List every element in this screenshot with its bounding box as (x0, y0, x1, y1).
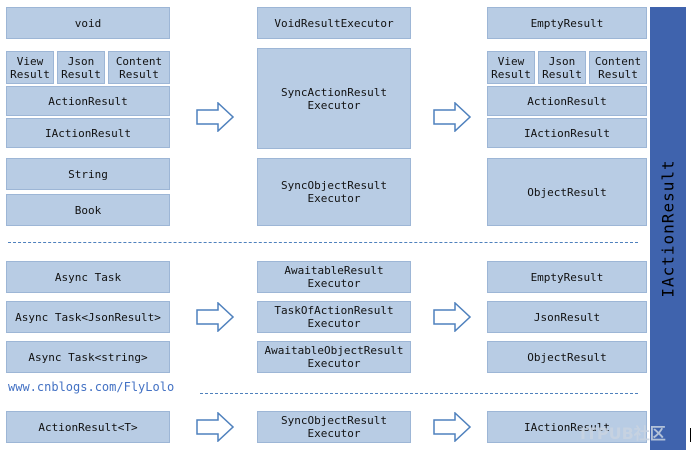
text-cursor (690, 428, 691, 442)
mid-sync-object-executor-box: SyncObjectResult Executor (257, 158, 411, 226)
blog-url-text: www.cnblogs.com/FlyLolo (8, 380, 175, 394)
watermark: ITPUB社区 (580, 424, 666, 443)
arrow-right-icon (196, 102, 234, 132)
iaction-result-sidebar: IActionResult (650, 7, 686, 450)
mid-awaitable-executor-box: AwaitableResult Executor (257, 261, 411, 293)
left-content-result-box: Content Result (108, 51, 170, 84)
right-empty-result-2-box: EmptyResult (487, 261, 647, 293)
mid-task-of-action-executor-box: TaskOfActionResult Executor (257, 301, 411, 333)
arrow-right-icon (196, 302, 234, 332)
left-void-box: void (6, 7, 170, 39)
sidebar-label: IActionResult (658, 159, 678, 298)
left-string-box: String (6, 158, 170, 190)
left-async-task-string-box: Async Task<string> (6, 341, 170, 373)
left-async-task-json-box: Async Task<JsonResult> (6, 301, 170, 333)
mid-sync-object-executor-2-box: SyncObjectResult Executor (257, 411, 411, 443)
left-action-result-box: ActionResult (6, 86, 170, 116)
arrow-right-icon (433, 302, 471, 332)
right-view-result-box: View Result (487, 51, 535, 84)
right-iaction-result-box: IActionResult (487, 118, 647, 148)
right-object-result-box: ObjectResult (487, 158, 647, 226)
left-json-result-box: Json Result (57, 51, 105, 84)
mid-awaitable-object-executor-box: AwaitableObjectResult Executor (257, 341, 411, 373)
mid-sync-action-executor-box: SyncActionResult Executor (257, 48, 411, 149)
mid-void-executor-box: VoidResultExecutor (257, 7, 411, 39)
right-json-result-box: Json Result (538, 51, 586, 84)
right-iaction-result-2-box: IActionResult (487, 411, 647, 443)
left-book-box: Book (6, 194, 170, 226)
right-content-result-box: Content Result (589, 51, 647, 84)
arrow-right-icon (433, 412, 471, 442)
right-action-result-box: ActionResult (487, 86, 647, 116)
right-json-result-2-box: JsonResult (487, 301, 647, 333)
arrow-right-icon (433, 102, 471, 132)
arrow-right-icon (196, 412, 234, 442)
right-empty-result-box: EmptyResult (487, 7, 647, 39)
left-view-result-box: View Result (6, 51, 54, 84)
left-action-result-t-box: ActionResult<T> (6, 411, 170, 443)
separator-line-async-generic (200, 393, 638, 394)
left-iaction-result-box: IActionResult (6, 118, 170, 148)
right-object-result-2-box: ObjectResult (487, 341, 647, 373)
left-async-task-box: Async Task (6, 261, 170, 293)
separator-line-sync-async (8, 242, 638, 243)
